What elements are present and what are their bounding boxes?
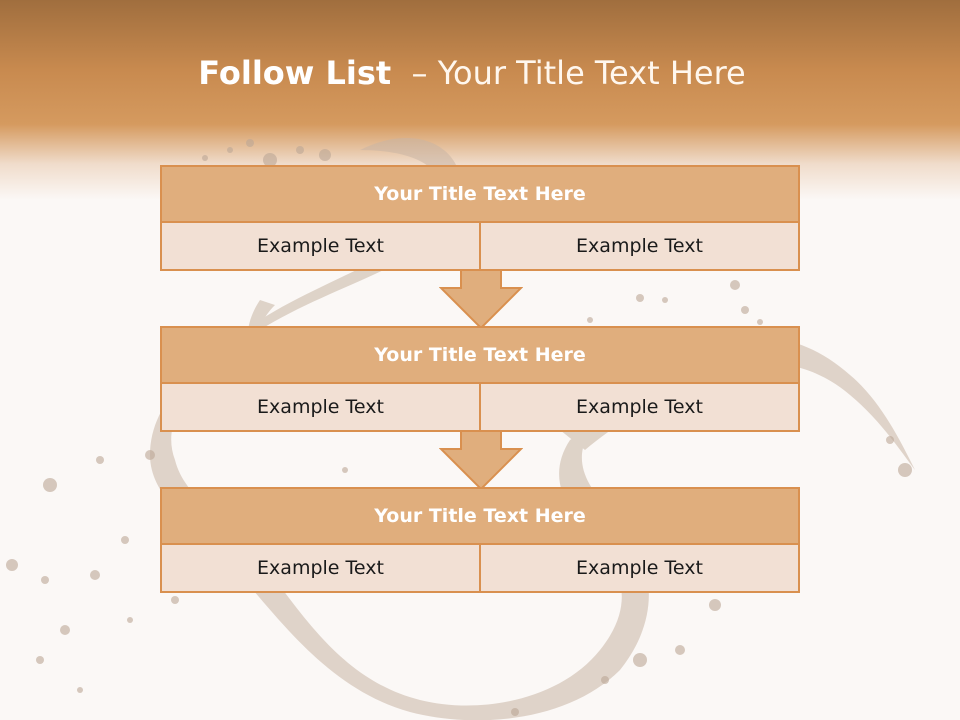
step-cell-right: Example Text bbox=[479, 384, 798, 430]
step-cell-right: Example Text bbox=[479, 223, 798, 269]
step-cell-right: Example Text bbox=[479, 545, 798, 591]
step-block-2: Your Title Text Here Example Text Exampl… bbox=[160, 326, 800, 432]
step-title: Your Title Text Here bbox=[162, 167, 798, 223]
step-block-3: Your Title Text Here Example Text Exampl… bbox=[160, 487, 800, 593]
slide-title-bold: Follow List bbox=[198, 54, 392, 92]
step-cell-left: Example Text bbox=[162, 223, 479, 269]
step-cell-left: Example Text bbox=[162, 545, 479, 591]
down-arrow-icon bbox=[439, 431, 523, 491]
step-cell-left: Example Text bbox=[162, 384, 479, 430]
slide-title: Follow List – Your Title Text Here bbox=[0, 54, 944, 92]
step-title: Your Title Text Here bbox=[162, 328, 798, 384]
slide-title-rest: – Your Title Text Here bbox=[391, 54, 746, 92]
down-arrow-icon bbox=[439, 270, 523, 330]
step-title: Your Title Text Here bbox=[162, 489, 798, 545]
step-block-1: Your Title Text Here Example Text Exampl… bbox=[160, 165, 800, 271]
